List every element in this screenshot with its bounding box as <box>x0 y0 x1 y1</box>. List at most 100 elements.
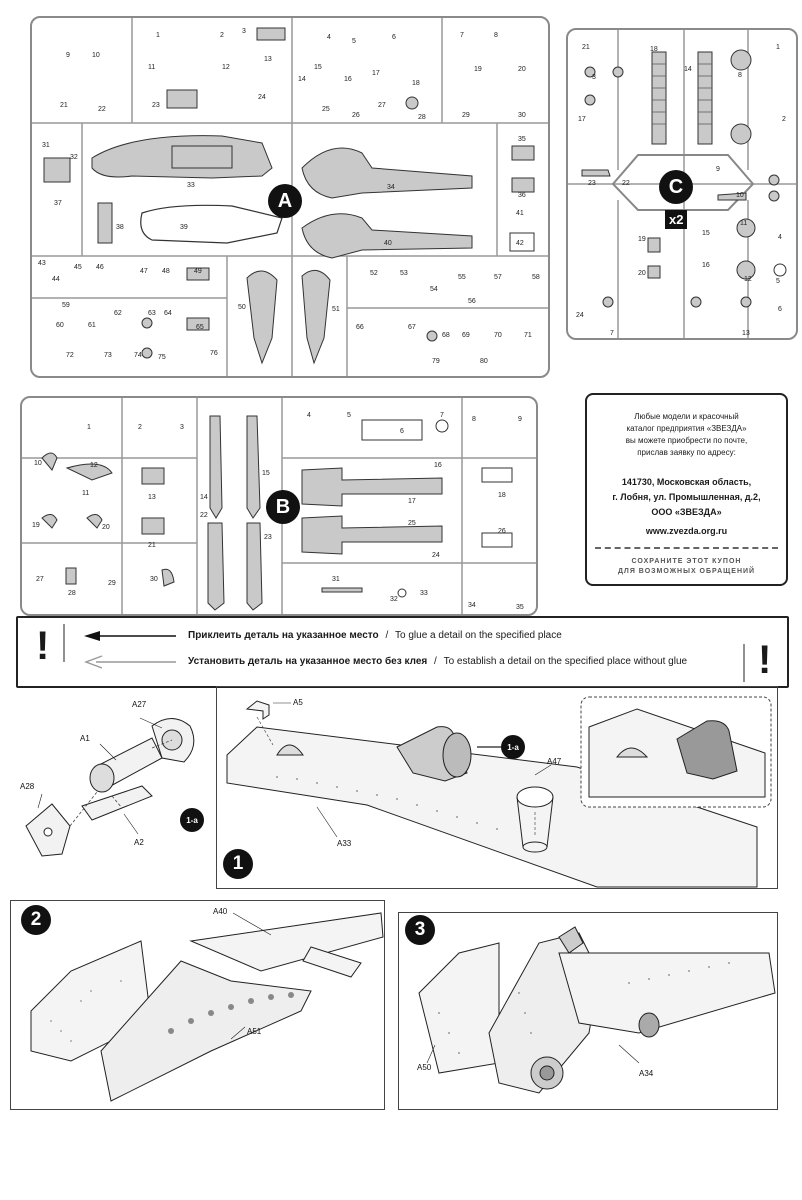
part-number: 16 <box>434 462 442 469</box>
part-number: 73 <box>104 352 112 359</box>
part-number: 66 <box>356 324 364 331</box>
part-number: 22 <box>98 106 106 113</box>
part-number: 26 <box>352 112 360 119</box>
sprue-c-letter: C <box>659 170 693 204</box>
part-label: A27 <box>132 700 147 709</box>
part-number: 6 <box>392 34 396 41</box>
part-number: 9 <box>716 166 720 173</box>
part-number: 34 <box>387 184 395 191</box>
part-number: 10 <box>736 192 744 199</box>
legend-noglue-row: Установить деталь на указанное место без… <box>188 656 687 667</box>
part-number: 76 <box>210 350 218 357</box>
part-number: 1 <box>776 44 780 51</box>
part-number: 47 <box>140 268 148 275</box>
coupon-address-line: г. Лобня, ул. Промышленная, д.2, <box>612 492 761 502</box>
coupon-keep-line: ДЛЯ ВОЗМОЖНЫХ ОБРАЩЕНИЙ <box>617 568 756 575</box>
part-number: 18 <box>498 492 506 499</box>
part-number: 8 <box>494 32 498 39</box>
step-3-drawing <box>418 926 776 1094</box>
sprue-b-letter: B <box>266 490 300 524</box>
part-number: 79 <box>432 358 440 365</box>
part-number: 50 <box>238 304 246 311</box>
part-number: 21 <box>60 102 68 109</box>
part-label: A47 <box>547 757 562 766</box>
part-number: 43 <box>38 260 46 267</box>
part-label: A51 <box>247 1027 262 1036</box>
sprue-b-drawing <box>22 398 536 614</box>
sprue-a-drawing <box>32 18 548 376</box>
step-number: 3 <box>405 915 435 945</box>
part-number: 74 <box>134 352 142 359</box>
noglue-warning-mark: ! <box>758 638 772 682</box>
part-number: 35 <box>516 604 524 611</box>
part-number: 65 <box>196 324 204 331</box>
part-number: 22 <box>200 512 208 519</box>
mail-order-coupon: Любые модели и красочный каталог предпри… <box>585 393 788 586</box>
part-number: 29 <box>108 580 116 587</box>
part-number: 28 <box>68 590 76 597</box>
part-number: 4 <box>778 234 782 241</box>
part-number: 12 <box>90 462 98 469</box>
part-number: 5 <box>347 412 351 419</box>
part-number: 11 <box>82 490 90 497</box>
part-number: 38 <box>116 224 124 231</box>
part-number: 1 <box>156 32 160 39</box>
part-number: 46 <box>96 264 104 271</box>
coupon-website: www.zvezda.org.ru <box>645 526 728 536</box>
part-number: 25 <box>408 520 416 527</box>
part-number: 64 <box>164 310 172 317</box>
part-number: 30 <box>518 112 526 119</box>
part-number: 13 <box>148 494 156 501</box>
part-number: 54 <box>430 286 438 293</box>
substep-badge: 1-a <box>180 808 204 832</box>
part-number: 23 <box>152 102 160 109</box>
part-number: 31 <box>42 142 50 149</box>
part-number: 18 <box>650 46 658 53</box>
legend-glue-row: Приклеить деталь на указанное место / To… <box>188 630 562 641</box>
part-number: 11 <box>740 220 748 227</box>
part-number: 15 <box>262 470 270 477</box>
part-number: 15 <box>314 64 322 71</box>
part-label: A2 <box>134 838 144 847</box>
part-number: 2 <box>138 424 142 431</box>
part-number: 75 <box>158 354 166 361</box>
part-number: 36 <box>518 192 526 199</box>
part-number: 31 <box>332 576 340 583</box>
coupon-address-line: ООО «ЗВЕЗДА» <box>651 507 722 517</box>
part-number: 1 <box>87 424 91 431</box>
part-number: 16 <box>702 262 710 269</box>
part-label: A28 <box>20 782 35 791</box>
legend-separator: / <box>385 630 389 641</box>
part-number: 8 <box>472 416 476 423</box>
part-number: 24 <box>258 94 266 101</box>
part-number: 63 <box>148 310 156 317</box>
glue-warning-mark: ! <box>36 624 50 668</box>
part-number: 5 <box>776 278 780 285</box>
substep-1a-drawing <box>25 717 195 857</box>
legend-glue-en: To glue a detail on the specified place <box>395 630 562 641</box>
coupon-text-line: вы можете приобрести по почте, <box>625 436 748 445</box>
part-number: 18 <box>412 80 420 87</box>
part-number: 59 <box>62 302 70 309</box>
part-number: 3 <box>242 28 246 35</box>
part-number: 19 <box>638 236 646 243</box>
part-number: 41 <box>516 210 524 217</box>
part-number: 55 <box>458 274 466 281</box>
part-number: 11 <box>148 64 156 71</box>
legend-glue-ru: Приклеить деталь на указанное место <box>188 630 379 641</box>
part-number: 10 <box>34 460 42 467</box>
part-number: 42 <box>516 240 524 247</box>
sprue-c-multiplier: x2 <box>665 210 688 229</box>
part-number: 25 <box>322 106 330 113</box>
part-number: 2 <box>220 32 224 39</box>
part-number: 12 <box>222 64 230 71</box>
coupon-text-line: прислав заявку по адресу: <box>637 448 736 457</box>
part-number: 57 <box>494 274 502 281</box>
part-number: 20 <box>102 524 110 531</box>
substep-1a: A27 A1 A28 A2 1-a <box>12 696 217 876</box>
part-number: 7 <box>610 330 614 337</box>
part-label: A40 <box>213 907 228 916</box>
part-number: 21 <box>582 44 590 51</box>
part-number: 32 <box>390 596 398 603</box>
part-number: 49 <box>194 268 202 275</box>
